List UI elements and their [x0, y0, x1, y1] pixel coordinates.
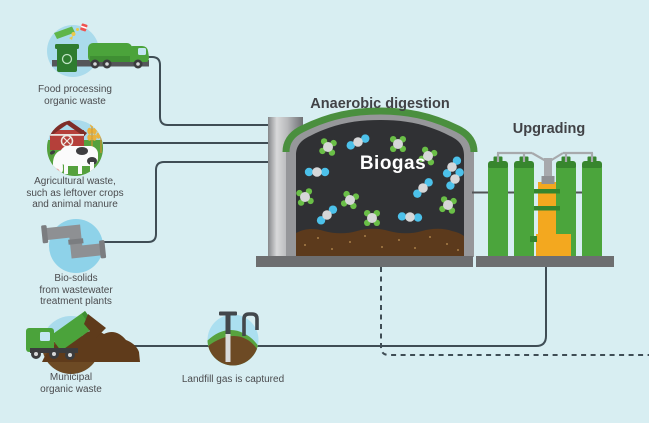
compressor-band-lower: [534, 206, 560, 211]
gas-well-icon: [207, 311, 259, 366]
red-scrap: [80, 23, 88, 32]
line-digestate-dashed: [380, 267, 649, 356]
compressor-side-stub: [530, 236, 537, 242]
upgrading-unit: [472, 151, 602, 256]
waste-bin: [55, 44, 79, 72]
pipe: [41, 224, 107, 259]
digester-dome: [282, 107, 478, 257]
biogas-label: Biogas: [359, 153, 427, 174]
upgrading-title: Upgrading: [512, 121, 586, 137]
manifold-pipes: [496, 151, 594, 162]
truck-body: [88, 43, 149, 62]
line-municipal-landfill-to-upgrading: [134, 267, 547, 347]
digestate-sludge: [296, 228, 464, 257]
upgrading-platform: [476, 256, 614, 267]
label-food-processing: Food processing organic waste: [38, 84, 112, 107]
biogas-molecules: [296, 134, 464, 227]
label-agricultural: Agricultural waste, such as leftover cro…: [26, 176, 124, 210]
garbage-truck-icon: [47, 23, 149, 77]
manifold-collar: [541, 176, 555, 184]
soil: [207, 335, 259, 366]
label-bio-solids: Bio-solids from wastewater treatment pla…: [39, 273, 113, 307]
cow: [49, 146, 98, 174]
road: [52, 60, 149, 67]
line-biosolids-to-digester: [101, 161, 274, 243]
truck-wheels: [90, 59, 143, 69]
compressor-base-box: [536, 234, 571, 256]
dump-bed: [50, 311, 96, 351]
well-casing: [225, 334, 231, 362]
tank-1: [488, 156, 508, 256]
tank-4: [582, 156, 602, 256]
dome-green-arc: [282, 107, 478, 153]
dump-truck: [26, 311, 106, 360]
wellhead-pipes: [219, 311, 259, 336]
label-landfill: Landfill gas is captured: [181, 374, 285, 385]
anaerobic-digestion-title: Anaerobic digestion: [310, 96, 450, 112]
line-food-to-digester: [148, 56, 274, 126]
farm-barn-cow-icon: [47, 120, 103, 176]
label-municipal: Municipal organic waste: [40, 372, 102, 395]
manifold-down-pipe: [544, 158, 552, 180]
dumping-waste: [84, 314, 106, 338]
digester-platform: [256, 256, 473, 267]
compressor-band-upper: [534, 189, 560, 194]
sludge-speckles: [304, 235, 459, 251]
dome-interior: [296, 120, 464, 257]
bin-lid: [54, 26, 75, 39]
sewer-pipe-icon: [41, 219, 107, 273]
dump-truck-icon: [26, 311, 140, 374]
